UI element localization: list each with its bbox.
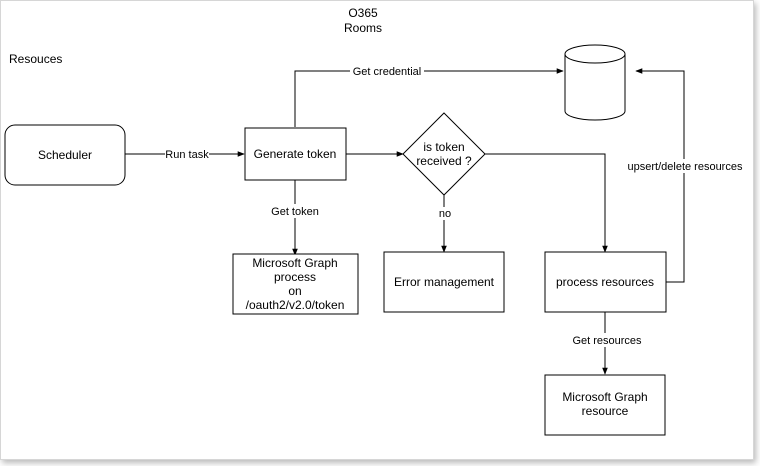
edge-get-resources-label-bg [569,333,643,347]
edge-get-credential-label-bg [350,64,424,78]
node-error-management-shape [383,251,505,313]
edge-run-task-label-bg [165,147,209,161]
node-graph-process-line3: on [288,284,301,298]
edge-get-token-label: Get token [271,206,319,218]
node-generate-token-label: Generate token [254,147,337,161]
node-process-resources-shape [544,251,667,313]
node-graph-resource-line1: Microsoft Graph [562,390,647,404]
node-graph-process-line1: Microsoft Graph [252,256,337,270]
node-database [564,44,626,121]
node-graph-resource-line2: resource [582,404,629,418]
diagram-title-line1: O365 [348,6,378,20]
node-error-management-label: Error management [394,275,495,289]
diagram-title-line2: Rooms [344,21,382,35]
edge-no-label-bg [438,207,452,220]
edge-get-token-label-bg [268,204,322,218]
node-decision: is token received ? [402,112,486,196]
edge-upsert-delete-label-bg [625,159,745,173]
edge-upsert-delete-label: upsert/delete resources [628,161,743,173]
node-graph-process: Microsoft Graph process on /oauth2/v2.0/… [232,253,359,315]
node-graph-process-shape [232,253,359,315]
node-error-management: Error management [383,251,505,313]
node-generate-token: Generate token [244,127,347,181]
edge-run-task-label: Run task [165,149,209,161]
node-decision-shape [402,112,486,196]
section-label: Resouces [9,52,62,66]
node-scheduler-shape [4,124,126,186]
edge-get-resources-label: Get resources [572,335,642,347]
node-scheduler-label: Scheduler [38,148,92,162]
edge-to-process-resources [485,153,608,253]
node-scheduler: Scheduler [4,124,126,186]
edge-upsert-delete [635,68,685,283]
node-graph-resource-shape [544,374,666,436]
node-process-resources: process resources [544,251,667,313]
database-body [564,54,626,121]
node-decision-label-line2: received ? [416,154,472,168]
node-graph-process-line4: /oauth2/v2.0/token [246,298,345,312]
edge-no-label: no [439,208,451,220]
edge-get-credential [294,68,564,127]
node-process-resources-label: process resources [556,275,654,289]
edge-get-credential-label: Get credential [353,66,421,78]
node-decision-label-line1: is token [423,140,464,154]
node-graph-resource: Microsoft Graph resource [544,374,666,436]
node-generate-token-shape [244,127,347,181]
database-top [564,44,626,64]
node-graph-process-line2: process [274,270,316,284]
